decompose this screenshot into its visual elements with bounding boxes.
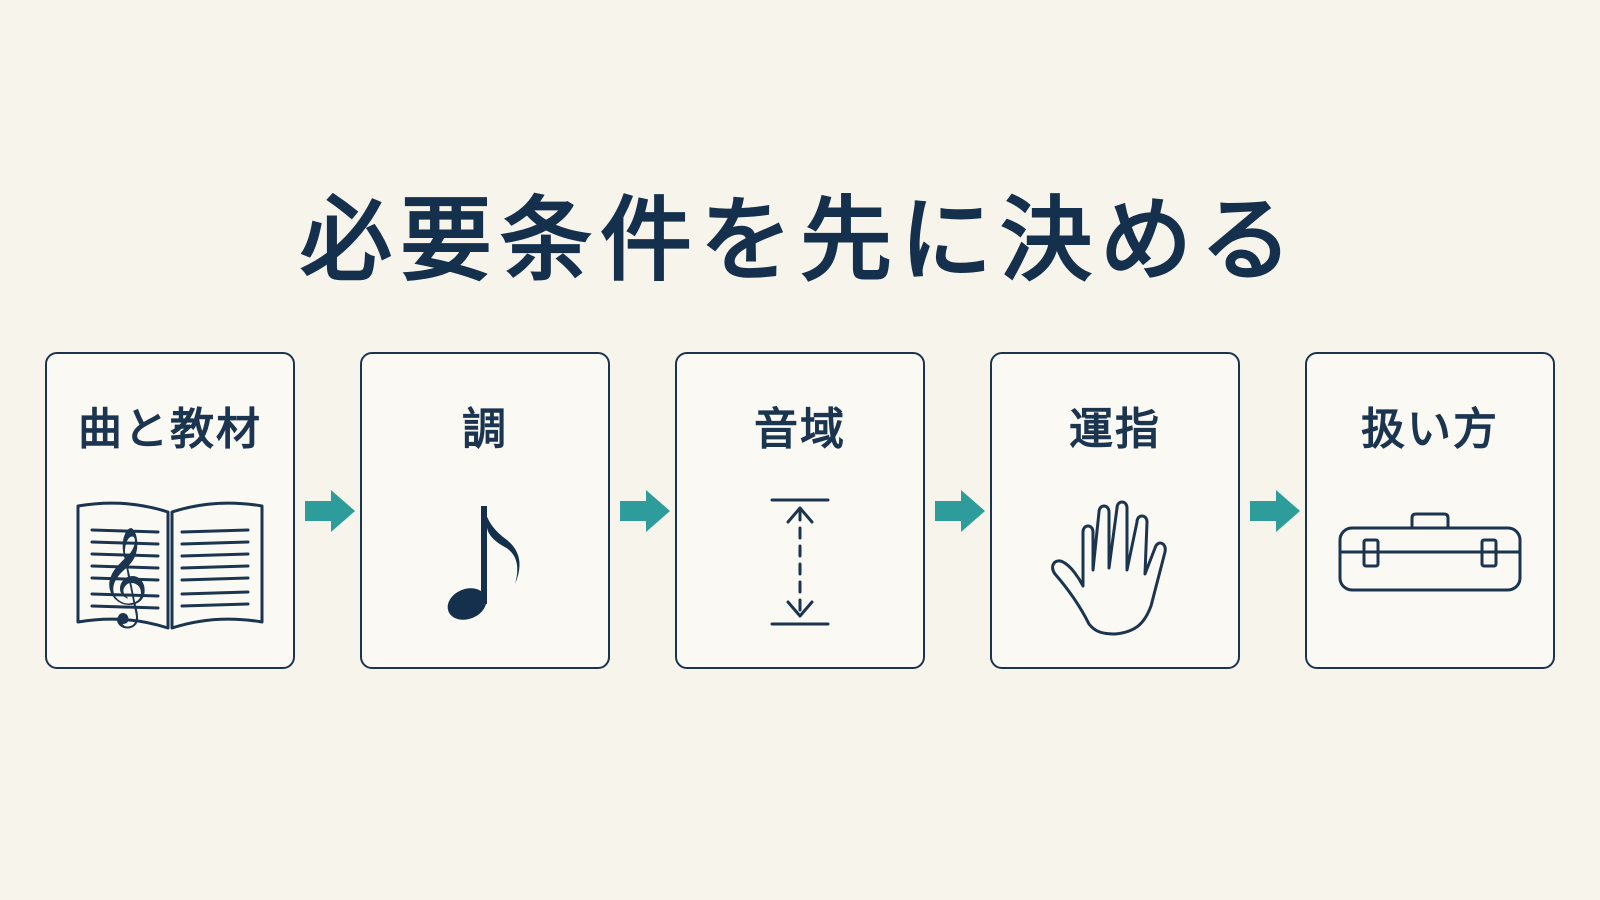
step-card-key: 調: [360, 352, 610, 669]
step-label: 運指: [1069, 404, 1161, 455]
arrow-right-icon: [305, 490, 355, 532]
step-card-score: 曲と教材 𝄞: [45, 352, 295, 669]
step-card-fingering: 運指: [990, 352, 1240, 669]
range-arrow-icon: [677, 494, 923, 654]
step-card-handling: 扱い方: [1305, 352, 1555, 669]
instrument-case-icon: [1307, 494, 1553, 654]
slide-title: 必要条件を先に決める: [299, 186, 1300, 294]
arrow-right-icon: [935, 490, 985, 532]
step-card-range: 音域: [675, 352, 925, 669]
arrow-right-icon: [620, 490, 670, 532]
score-book-icon: 𝄞: [47, 494, 293, 654]
step-label: 扱い方: [1361, 404, 1499, 455]
svg-text:𝄞: 𝄞: [99, 526, 149, 628]
hand-icon: [992, 494, 1238, 654]
step-label: 調: [462, 404, 508, 455]
step-label: 音域: [754, 404, 846, 455]
step-label: 曲と教材: [78, 404, 262, 455]
eighth-note-icon: [362, 494, 608, 654]
arrow-right-icon: [1250, 490, 1300, 532]
